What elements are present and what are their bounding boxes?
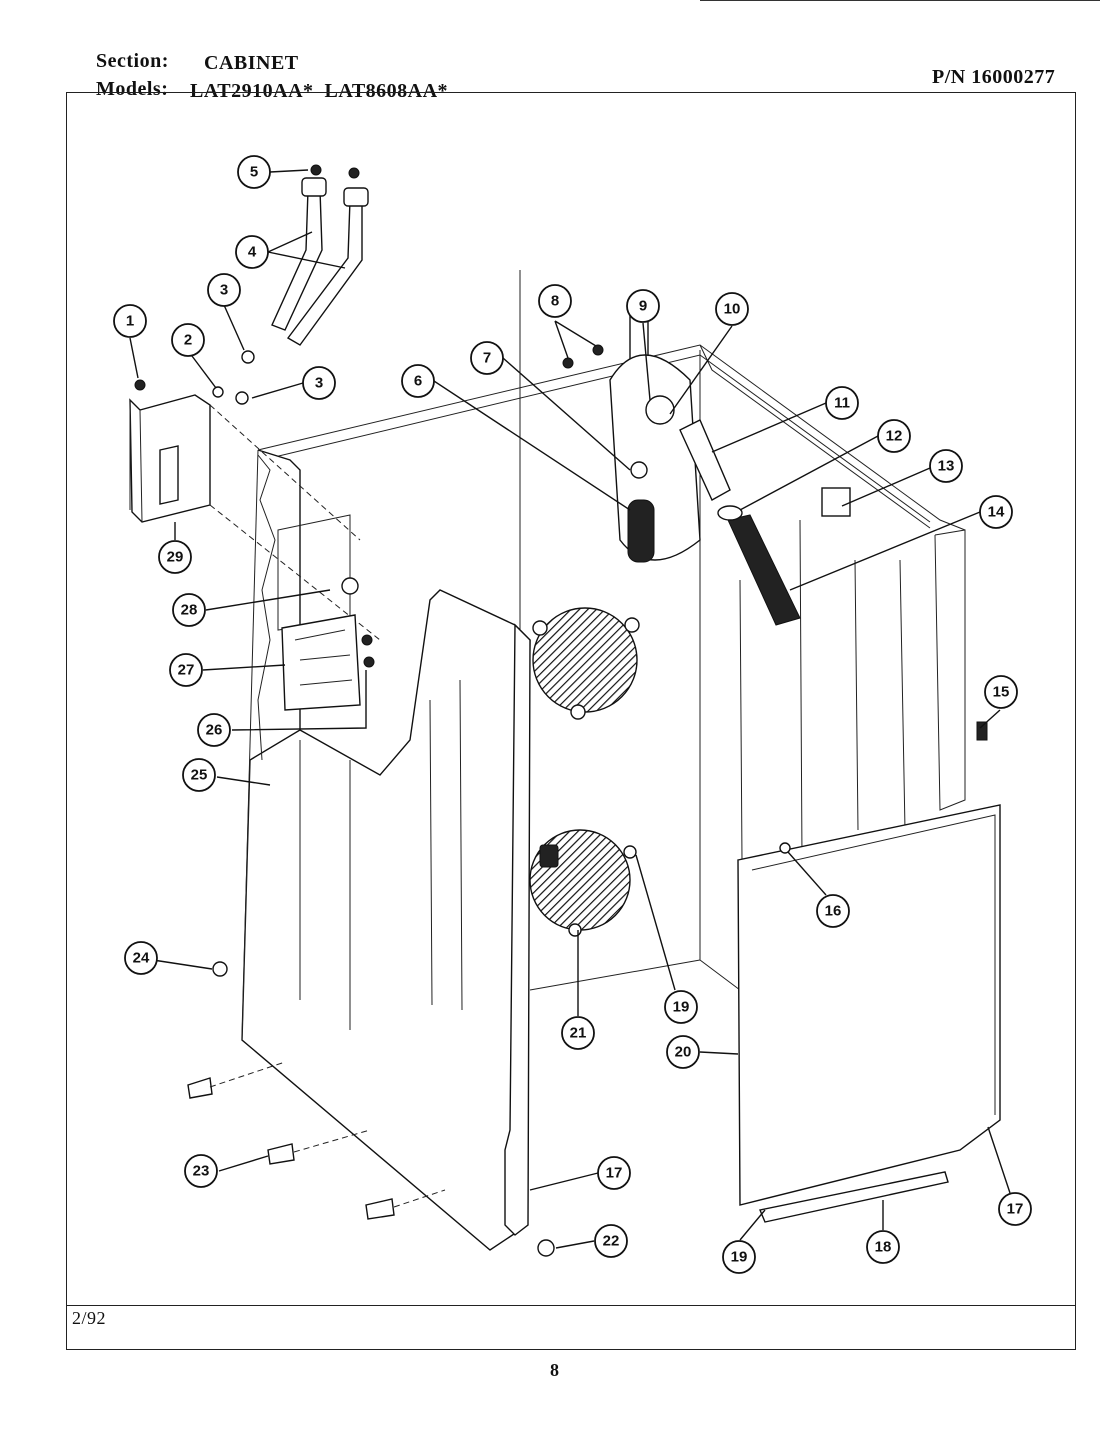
callout-18-label: 18 [875, 1239, 892, 1256]
callout-16-label: 16 [825, 903, 842, 920]
parts-detail [134, 164, 988, 1257]
diagram-frame [66, 92, 1076, 1350]
callout-28: 28 [172, 593, 206, 627]
callout-26: 26 [197, 713, 231, 747]
callout-4-label: 4 [248, 244, 257, 261]
models-value: LAT2910AA* LAT8608AA* [190, 80, 449, 102]
callout-14-label: 14 [988, 504, 1005, 521]
callout-27: 27 [169, 653, 203, 687]
cabinet-body [129, 177, 1001, 1251]
callout-29: 29 [158, 540, 192, 574]
callout-17-left: 17 [597, 1156, 631, 1190]
callout-11-label: 11 [834, 395, 850, 412]
callout-10: 10 [715, 292, 749, 326]
callout-18: 18 [866, 1230, 900, 1264]
callout-12: 12 [877, 419, 911, 453]
callout-24: 24 [124, 941, 158, 975]
callout-8: 8 [538, 284, 572, 318]
callout-5: 5 [237, 155, 271, 189]
callout-17-right-label: 17 [1007, 1201, 1024, 1218]
revision-date: 2/92 [72, 1308, 107, 1328]
callout-3-lower: 3 [302, 366, 336, 400]
part-number: P/N 16000277 [932, 66, 1056, 88]
models-label: Models: [96, 78, 169, 100]
callout-13: 13 [929, 449, 963, 483]
callout-23-label: 23 [193, 1163, 210, 1180]
callout-19-upper: 19 [664, 990, 698, 1024]
section-label: Section: [96, 50, 169, 72]
callout-19-upper-label: 19 [673, 999, 690, 1016]
callout-22-label: 22 [603, 1233, 620, 1250]
callout-15: 15 [984, 675, 1018, 709]
callout-27-label: 27 [178, 662, 195, 679]
page-number: 8 [550, 1360, 560, 1380]
top-rule-line [700, 0, 1100, 1]
callout-19-lower: 19 [722, 1240, 756, 1274]
callout-20: 20 [666, 1035, 700, 1069]
section-value: CABINET [204, 52, 299, 74]
callout-8-label: 8 [551, 293, 559, 310]
callout-1-label: 1 [126, 313, 134, 330]
callout-14: 14 [979, 495, 1013, 529]
callout-1: 1 [113, 304, 147, 338]
callout-3-upper-label: 3 [220, 282, 228, 299]
callout-24-label: 24 [133, 950, 150, 967]
callout-22: 22 [594, 1224, 628, 1258]
callout-5-label: 5 [250, 164, 258, 181]
callout-28-label: 28 [181, 602, 198, 619]
callout-7: 7 [470, 341, 504, 375]
callout-2: 2 [171, 323, 205, 357]
callout-15-label: 15 [993, 684, 1010, 701]
callout-6: 6 [401, 364, 435, 398]
callout-9: 9 [626, 289, 660, 323]
callout-17-left-label: 17 [606, 1165, 623, 1182]
callout-21: 21 [561, 1016, 595, 1050]
callout-3-upper: 3 [207, 273, 241, 307]
callout-2-label: 2 [184, 332, 192, 349]
callout-29-label: 29 [167, 549, 184, 566]
callout-23: 23 [184, 1154, 218, 1188]
callout-6-label: 6 [414, 373, 422, 390]
callout-19-lower-label: 19 [731, 1249, 748, 1266]
callout-20-label: 20 [675, 1044, 692, 1061]
callout-21-label: 21 [570, 1025, 587, 1042]
callout-17-right: 17 [998, 1192, 1032, 1226]
callout-13-label: 13 [938, 458, 955, 475]
callout-25: 25 [182, 758, 216, 792]
callout-3-lower-label: 3 [315, 375, 323, 392]
callout-26-label: 26 [206, 722, 223, 739]
callout-10-label: 10 [724, 301, 741, 318]
callout-7-label: 7 [483, 350, 491, 367]
callout-12-label: 12 [886, 428, 903, 445]
callout-9-label: 9 [639, 298, 647, 315]
callout-25-label: 25 [191, 767, 208, 784]
callout-4: 4 [235, 235, 269, 269]
leader-lines [129, 169, 1011, 1249]
footer-rule [66, 1305, 1076, 1306]
callout-16: 16 [816, 894, 850, 928]
callout-11: 11 [825, 386, 859, 420]
